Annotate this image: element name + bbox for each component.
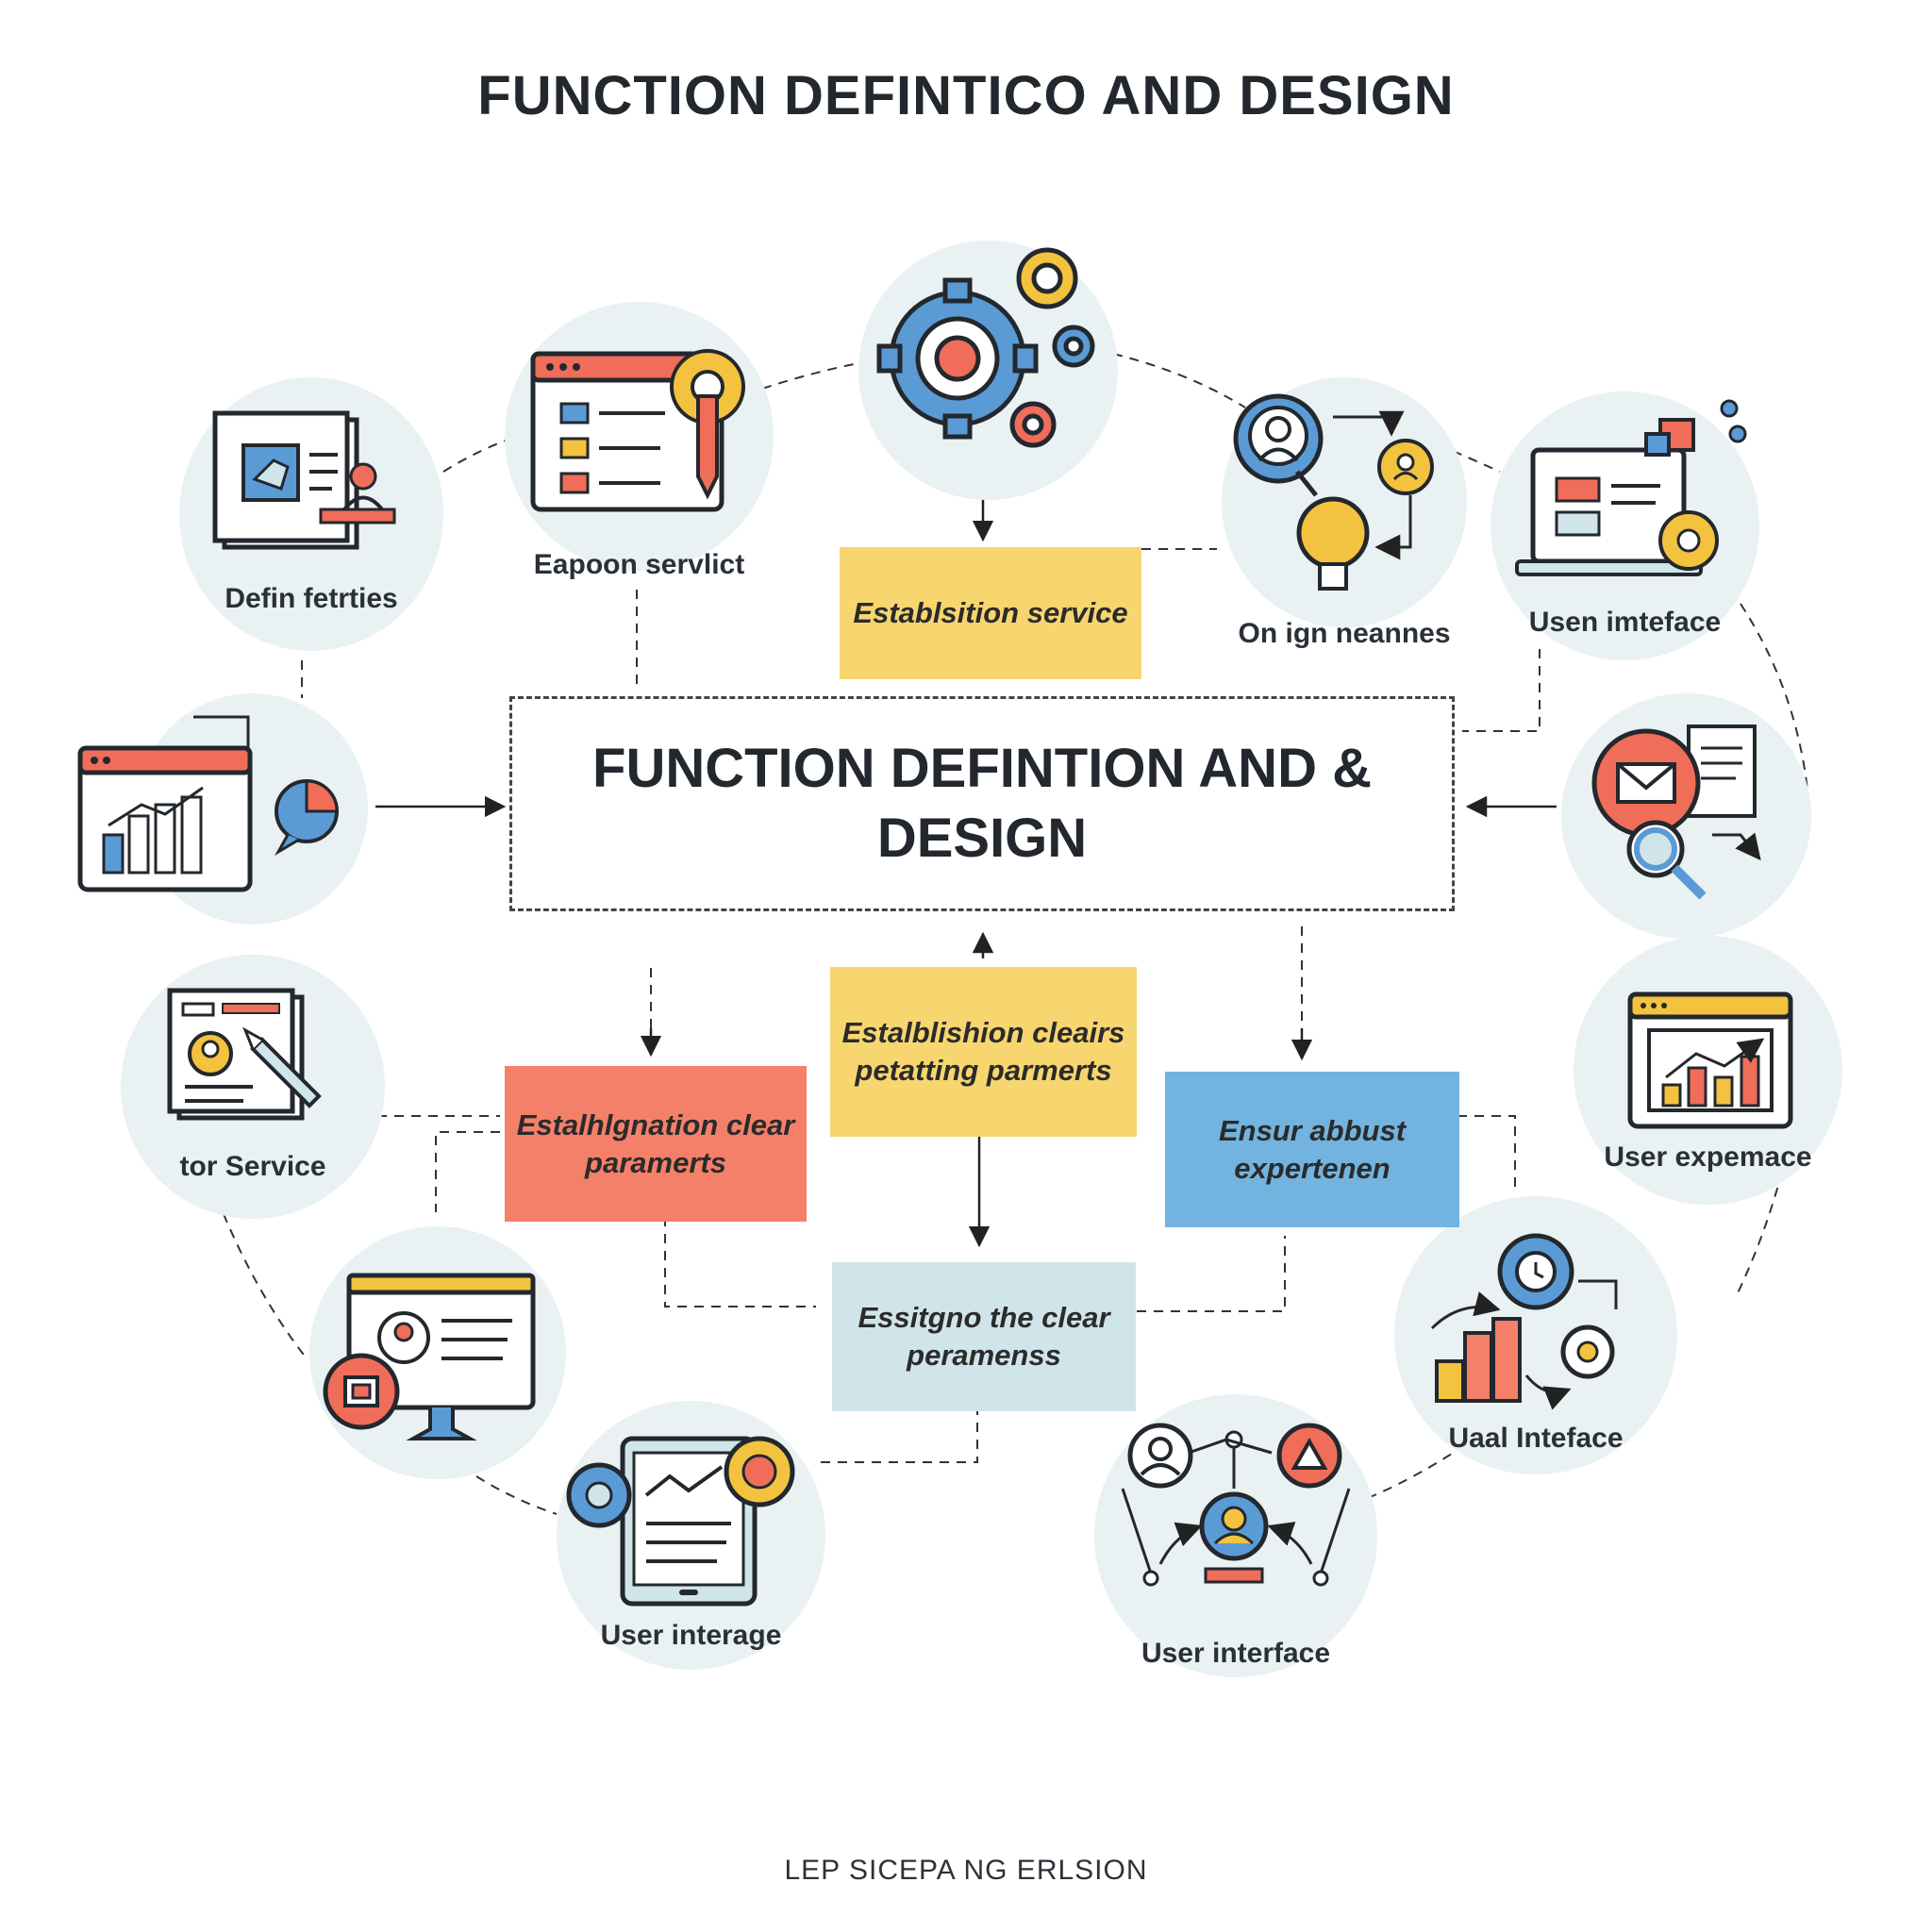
- document-user-icon: [212, 410, 396, 550]
- box-establish-service: Establsition service: [840, 547, 1141, 679]
- bar-chart-window-icon: [77, 715, 339, 892]
- tablet-chart-icon: [566, 1436, 795, 1607]
- node-label: On ign neannes: [1238, 618, 1451, 649]
- user-idea-flow-icon: [1233, 393, 1434, 591]
- checklist-browser-icon: [530, 349, 745, 512]
- gears-icon: [876, 247, 1095, 448]
- node-mail-search: [1561, 693, 1811, 939]
- node-gears: [858, 241, 1118, 500]
- node-monitor-profile: [309, 1226, 566, 1479]
- node-label: Usen imteface: [1528, 607, 1722, 638]
- node-chart-window: [77, 693, 368, 924]
- laptop-puzzle-icon: [1515, 399, 1747, 576]
- node-label: Eapoon servlict: [533, 549, 745, 580]
- node-ual-interface: Uaal Inteface: [1394, 1196, 1677, 1474]
- node-label: tor Service: [179, 1151, 326, 1182]
- box-ensure-robust: Ensur abbust expertenen: [1165, 1072, 1459, 1227]
- central-concept-title: FUNCTION DEFINTION AND & DESIGN: [529, 734, 1435, 874]
- node-user-interage: User interage: [557, 1401, 825, 1670]
- user-network-icon: [1121, 1423, 1351, 1587]
- box-assign-clear: Essitgno the clear peramenss: [832, 1262, 1136, 1411]
- node-label: User interface: [1141, 1638, 1331, 1669]
- node-user-interface-bottom: User interface: [1094, 1394, 1377, 1677]
- node-label: Uaal Inteface: [1448, 1423, 1624, 1454]
- box-establish-clear: Estalhlgnation clear paramerts: [505, 1066, 807, 1222]
- mail-search-icon: [1591, 724, 1761, 900]
- node-user-experience: User expemace: [1574, 936, 1842, 1205]
- node-expon-service: Eapoon servlict: [505, 302, 774, 580]
- node-label: Defin fetrties: [225, 583, 398, 614]
- page-title: FUNCTION DEFINTICO AND DESIGN: [477, 65, 1455, 126]
- node-user-interface-top: Usen imteface: [1491, 391, 1759, 660]
- node-tor-service: tor Service: [121, 955, 385, 1219]
- footer-caption: LEP SICEPA NG ERLSION: [784, 1855, 1148, 1886]
- node-origin-names: On ign neannes: [1222, 377, 1467, 649]
- node-defin-feature: Defin fetrties: [179, 377, 443, 651]
- box-establish-params: Estalblishion cleairs petatting parmerts: [830, 967, 1137, 1137]
- bar-gear-icon: [1430, 1233, 1618, 1410]
- monitor-profile-icon: [323, 1273, 536, 1441]
- profile-edit-icon: [167, 988, 322, 1121]
- node-label: User expemace: [1604, 1141, 1812, 1173]
- central-title-line-1: FUNCTION DEFINTION AND &: [592, 738, 1372, 799]
- node-label: User interage: [600, 1620, 782, 1651]
- central-title-line-2: DESIGN: [876, 808, 1088, 869]
- chart-browser-icon: [1627, 991, 1793, 1129]
- central-concept-box: FUNCTION DEFINTION AND & DESIGN: [509, 696, 1455, 911]
